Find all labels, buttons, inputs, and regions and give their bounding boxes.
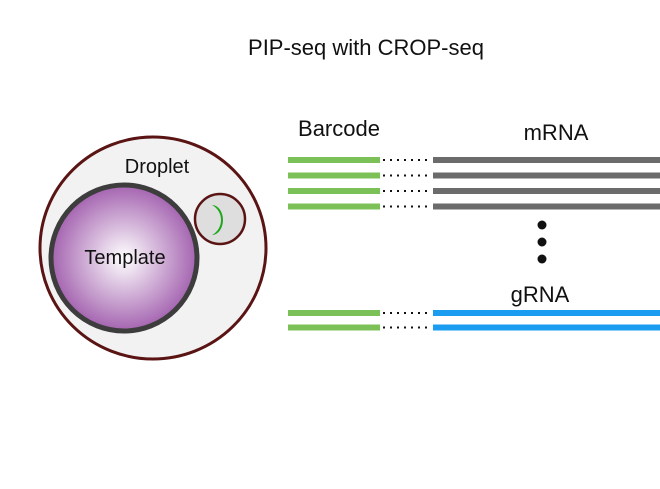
cell-circle bbox=[193, 192, 247, 246]
continuation-dot-1 bbox=[537, 220, 547, 230]
barcode-label: Barcode bbox=[298, 116, 380, 141]
template-bead bbox=[48, 182, 200, 334]
droplet: Droplet Template bbox=[38, 135, 268, 361]
template-label: Template bbox=[84, 247, 165, 269]
continuation-dot-3 bbox=[537, 254, 547, 264]
droplet-label: Droplet bbox=[125, 156, 190, 178]
continuation-dots bbox=[537, 220, 547, 264]
continuation-dot-2 bbox=[537, 237, 547, 247]
mrna-label: mRNA bbox=[524, 120, 589, 145]
bead-crescent-icon bbox=[212, 205, 223, 235]
diagram-title: PIP-seq with CROP-seq bbox=[248, 35, 484, 60]
grna-label: gRNA bbox=[511, 282, 570, 307]
read-rows bbox=[288, 157, 660, 331]
